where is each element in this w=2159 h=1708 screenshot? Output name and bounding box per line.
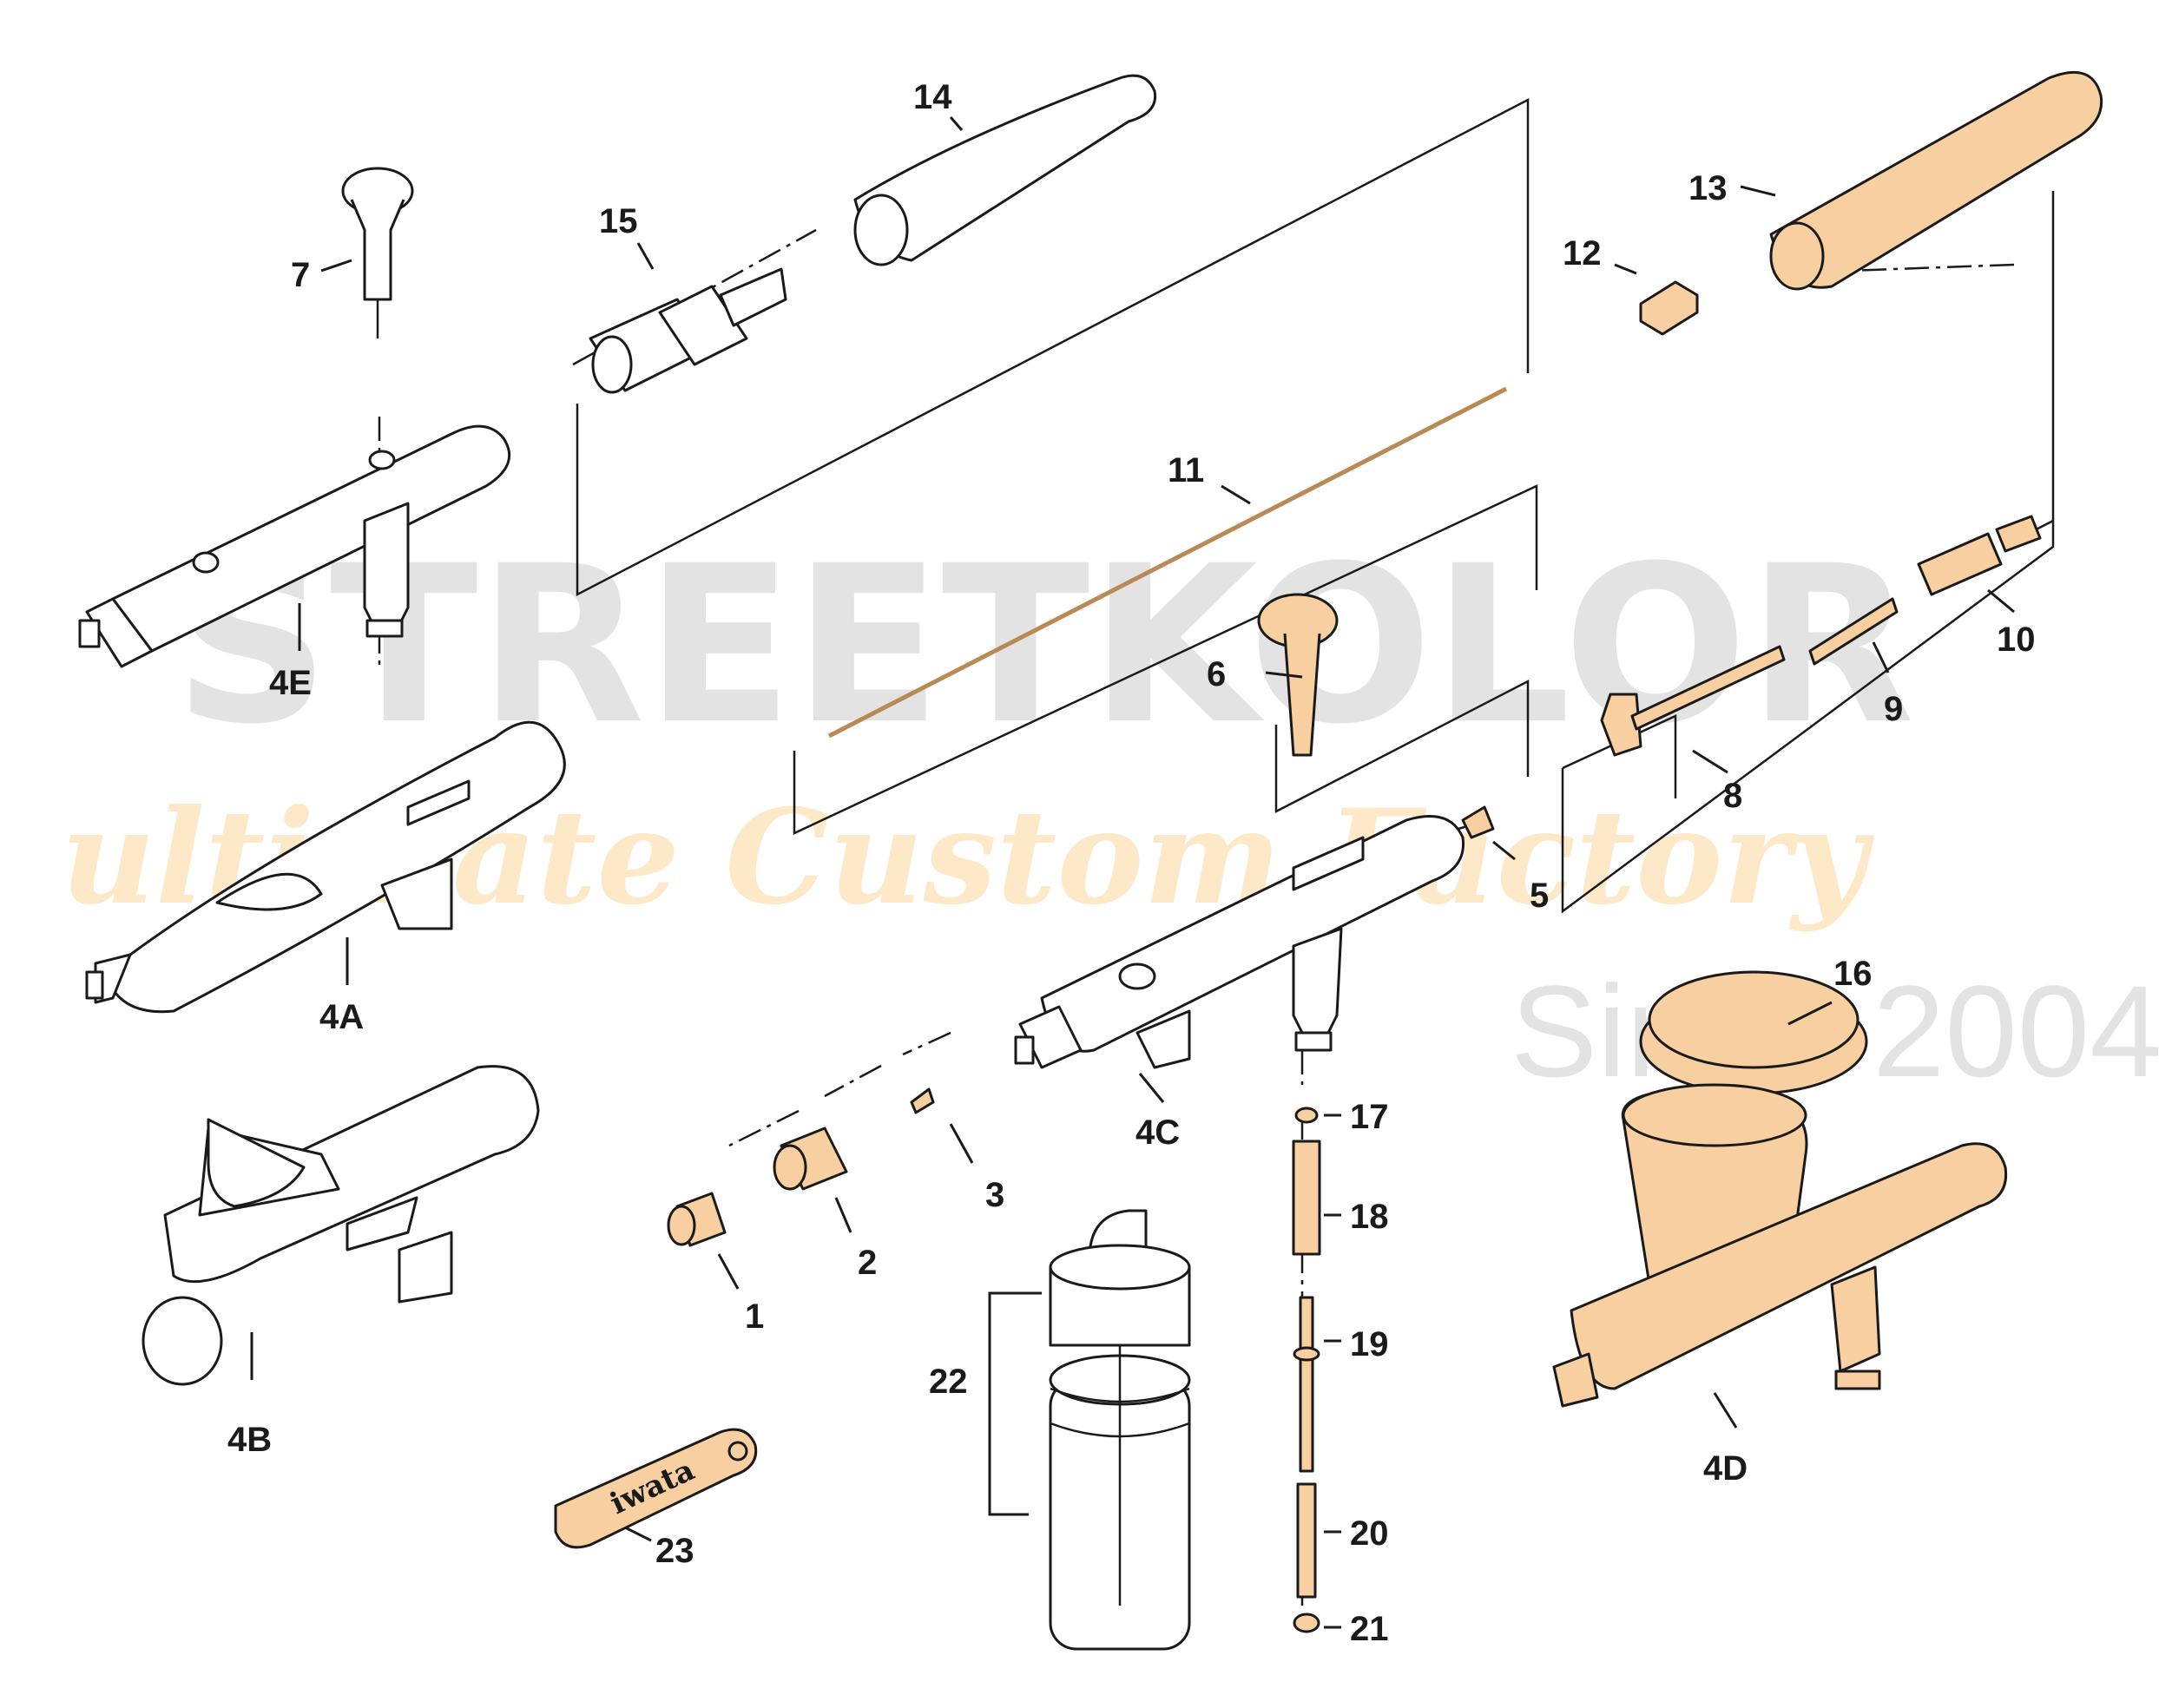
part-13-handle [1769, 70, 2103, 291]
part-6-trigger [1257, 593, 1339, 757]
label-3: 3 [985, 1176, 1004, 1214]
part-21 [1293, 1613, 1320, 1633]
part-19 [1293, 1296, 1320, 1473]
label-20: 20 [1350, 1514, 1389, 1553]
part-20-spring [1296, 1482, 1317, 1599]
part-22-bottle [988, 1209, 1191, 1651]
part-10 [1917, 515, 2042, 596]
part-17 [1294, 1107, 1319, 1124]
part-12 [1639, 280, 1699, 336]
label-4D: 4D [1703, 1449, 1748, 1488]
watermark: STREETKOLOR ultimate Custom Factory Sinc… [61, 519, 2159, 1104]
label-1: 1 [745, 1297, 764, 1336]
label-10: 10 [1997, 621, 2036, 659]
label-9: 9 [1884, 690, 1903, 728]
label-23: 23 [655, 1532, 694, 1570]
part-15 [589, 267, 787, 394]
label-4E: 4E [269, 664, 312, 702]
body-4B [142, 1065, 540, 1386]
part-2 [773, 1127, 848, 1191]
label-11: 11 [1168, 451, 1204, 489]
label-4A: 4A [319, 998, 364, 1036]
label-22: 22 [929, 1363, 968, 1401]
label-18: 18 [1350, 1198, 1389, 1236]
body-4D [1552, 1083, 2008, 1408]
label-6: 6 [1207, 655, 1226, 693]
label-17: 17 [1350, 1098, 1389, 1136]
body-4A [85, 720, 566, 1014]
watermark-brand: STREETKOLOR [174, 519, 1915, 772]
part-16-cap [1639, 970, 1868, 1095]
label-19: 19 [1350, 1325, 1389, 1363]
label-8: 8 [1723, 777, 1742, 815]
label-2: 2 [858, 1244, 877, 1282]
part-7-knob [341, 167, 414, 338]
part-14-handle [853, 74, 1157, 266]
label-21: 21 [1350, 1610, 1389, 1648]
part-23-wrench: iwata [554, 1428, 758, 1549]
frame-lines [576, 97, 2055, 914]
label-5: 5 [1530, 877, 1549, 915]
label-15: 15 [599, 202, 638, 240]
leader-lines [250, 116, 2015, 1629]
label-16: 16 [1833, 955, 1873, 993]
part-1 [667, 1192, 727, 1247]
body-4E [78, 424, 511, 668]
label-4C: 4C [1135, 1113, 1180, 1152]
part-18 [1292, 1140, 1321, 1256]
part-9-spring [1808, 597, 1899, 666]
part-8-piston [1600, 645, 1786, 757]
part-3 [910, 1087, 935, 1114]
label-12: 12 [1563, 234, 1602, 273]
label-14: 14 [913, 78, 952, 116]
part-5 [1461, 805, 1495, 839]
label-7: 7 [291, 256, 310, 294]
part-11-needle [827, 386, 1508, 739]
label-4B: 4B [227, 1421, 272, 1459]
part-labels: 7 4E 4A 4B 14 15 11 12 13 10 9 8 6 5 4C … [227, 78, 2036, 1648]
label-13: 13 [1688, 169, 1728, 207]
body-4C [1014, 815, 1465, 1069]
